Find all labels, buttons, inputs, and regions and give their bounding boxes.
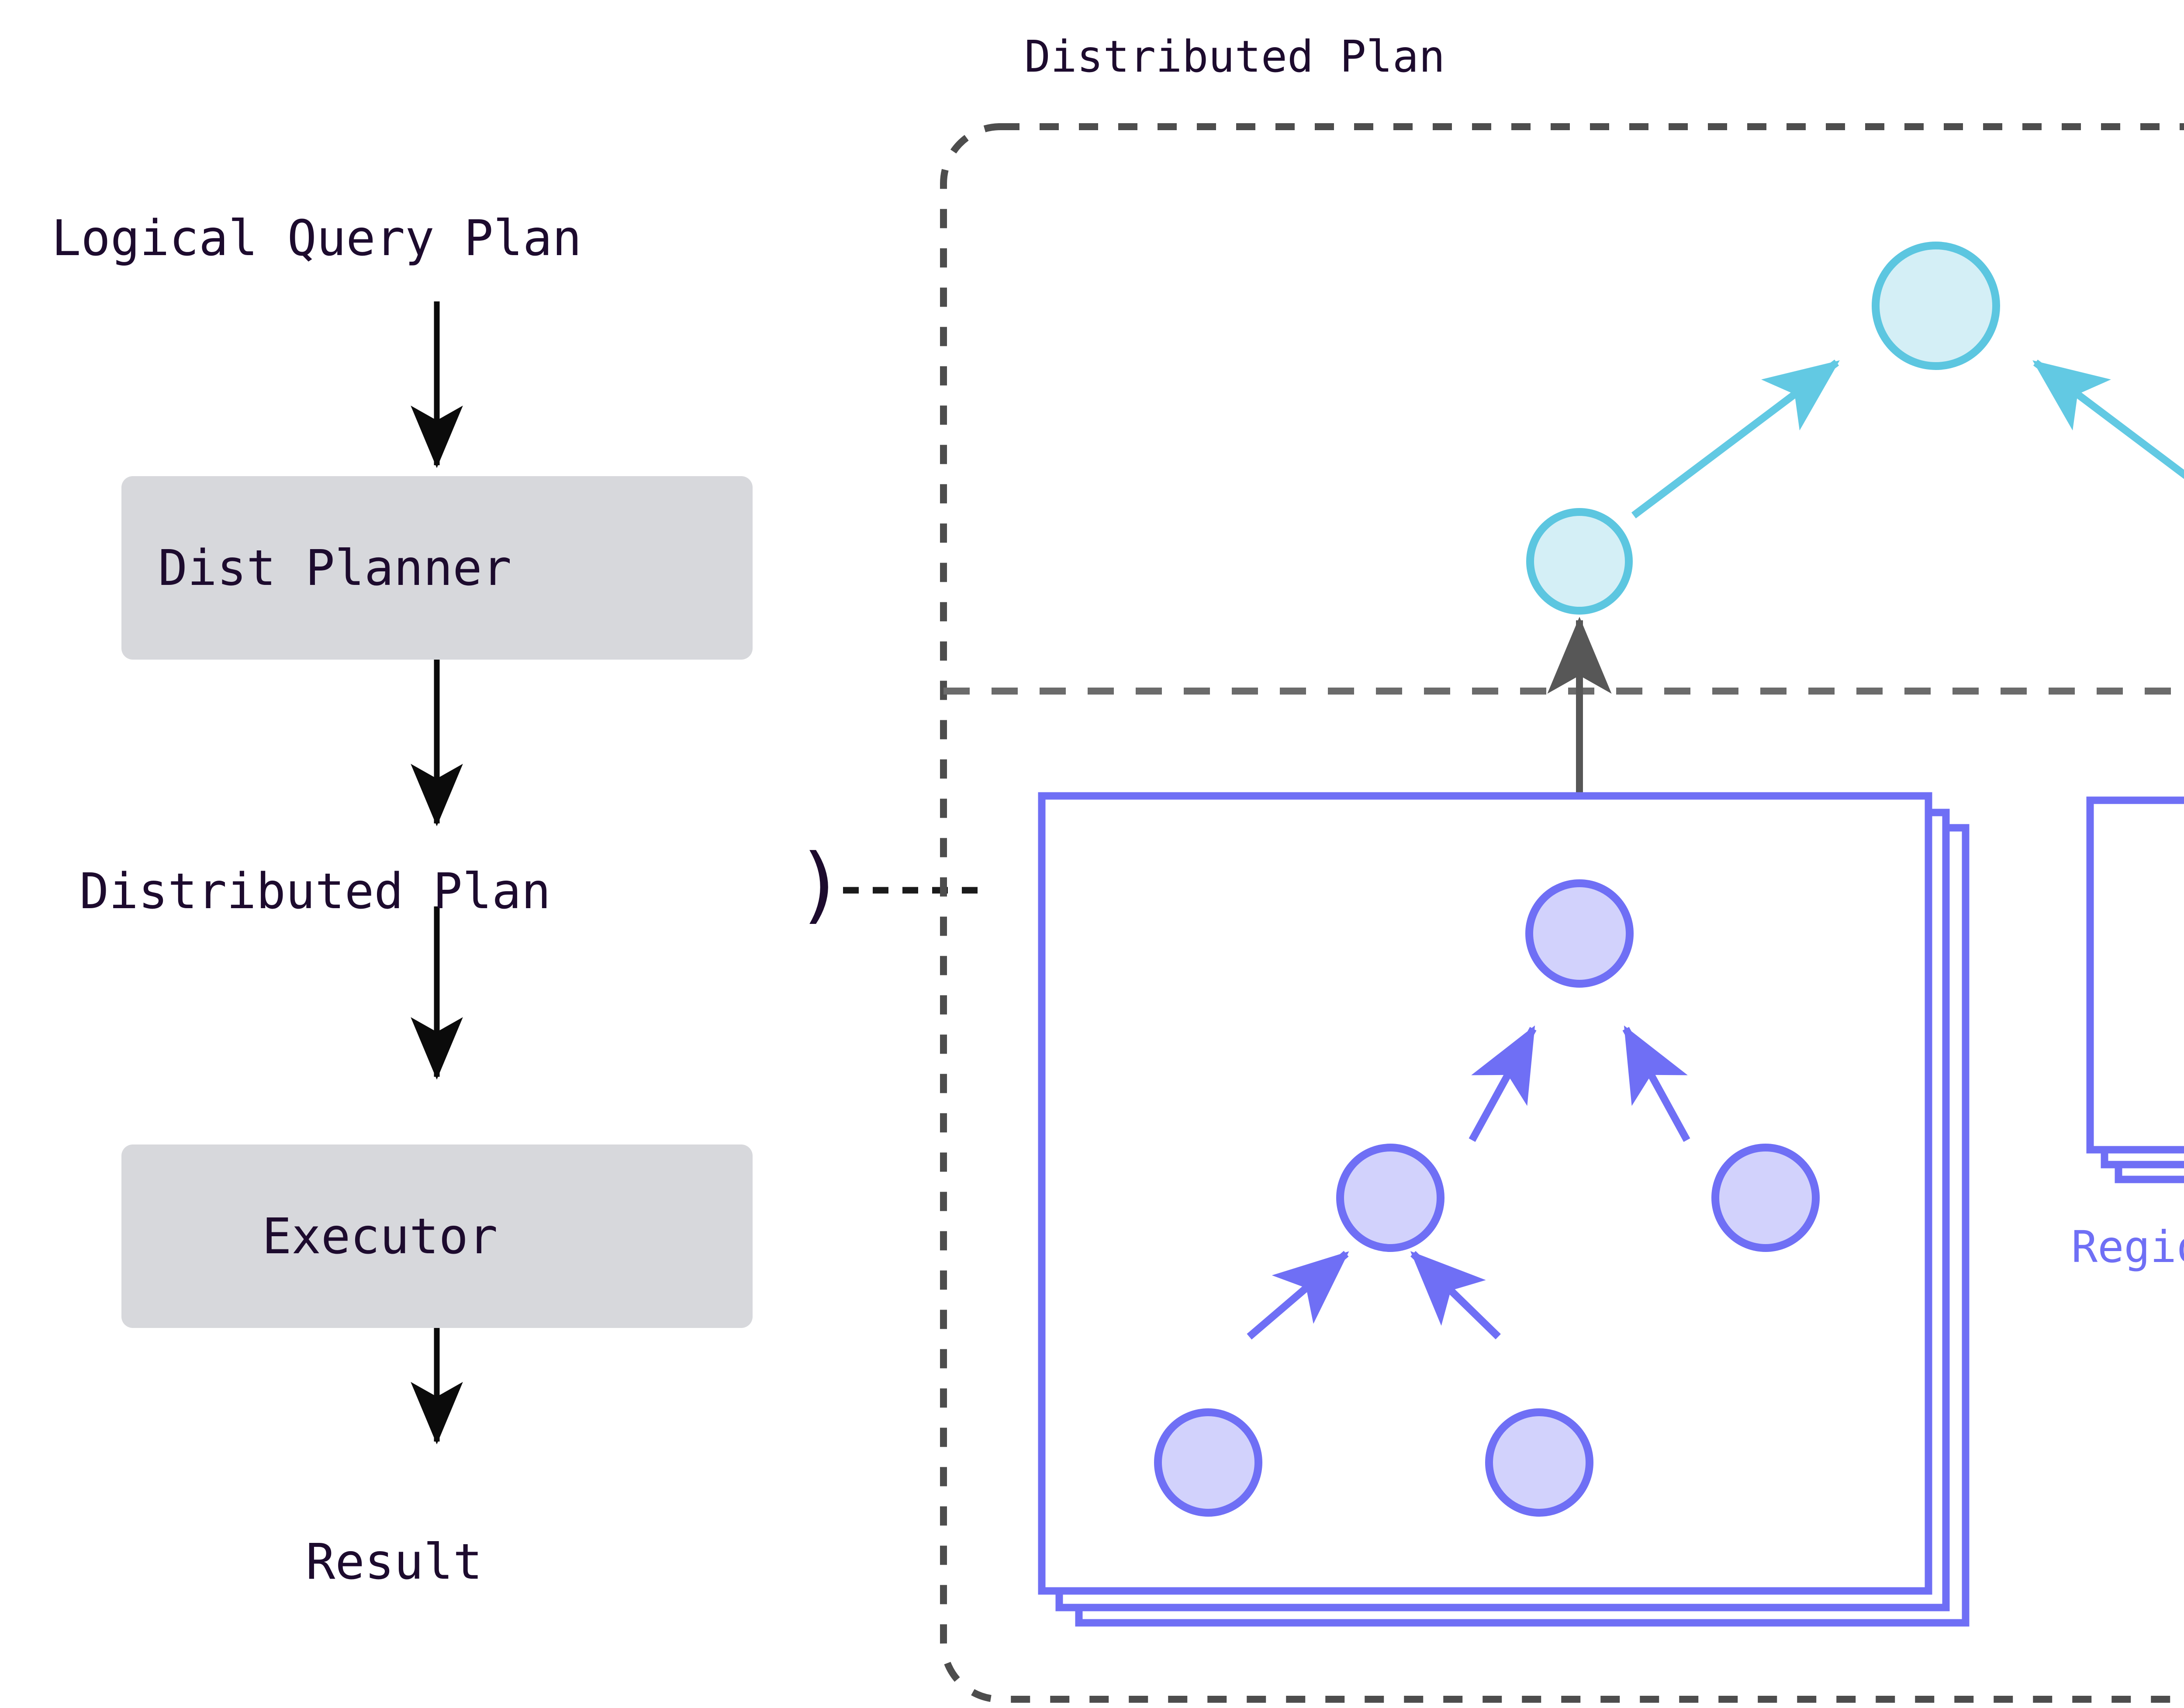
distributed-plan-container: [940, 123, 2184, 1703]
arrow-dn-leaf2-to-c1: [1410, 1251, 1501, 1340]
distributed-plan-title: Distributed Plan: [1024, 31, 1445, 82]
regions-label: Regions: [2071, 1221, 2184, 1272]
arrow-frontend-right-to-root: [2032, 360, 2184, 479]
frontend-node-root[interactable]: [1872, 242, 2000, 370]
datanode-node-root-left[interactable]: [1525, 879, 1634, 988]
logical-query-plan-label: Logical Query Plan: [52, 210, 582, 267]
datanode-node-child-2[interactable]: [1711, 1144, 1820, 1252]
dist-planner-box[interactable]: [121, 476, 753, 660]
executor-label: Executor: [262, 1208, 498, 1265]
frontend-node-left[interactable]: [1526, 508, 1633, 615]
distributed-plan-brace: ): [803, 836, 836, 933]
region-box-right-front: [2086, 796, 2184, 1154]
arrow-frontend-left-to-root: [1631, 360, 1840, 519]
arrow-dn-leaf1-to-c1: [1247, 1251, 1349, 1340]
arrow-dn-c1-to-parent: [1469, 1025, 1537, 1142]
arrow-dn-c2-to-parent: [1622, 1025, 1690, 1142]
region-stack-right[interactable]: [2086, 796, 2184, 1183]
frontend-stage-group: [1526, 242, 2184, 615]
datanode-node-leaf-2[interactable]: [1485, 1408, 1593, 1517]
datanode-node-child-1[interactable]: [1336, 1144, 1444, 1252]
datanode-tree-arrows: [1247, 1025, 1690, 1340]
result-label: Result: [306, 1534, 483, 1590]
dist-planner-label: Dist Planner: [158, 540, 512, 597]
datanode-node-leaf-1[interactable]: [1154, 1408, 1262, 1517]
distributed-plan-label: Distributed Plan: [79, 863, 551, 920]
executor-box[interactable]: [121, 1144, 753, 1328]
datanode-nodes: [1154, 879, 1820, 1517]
